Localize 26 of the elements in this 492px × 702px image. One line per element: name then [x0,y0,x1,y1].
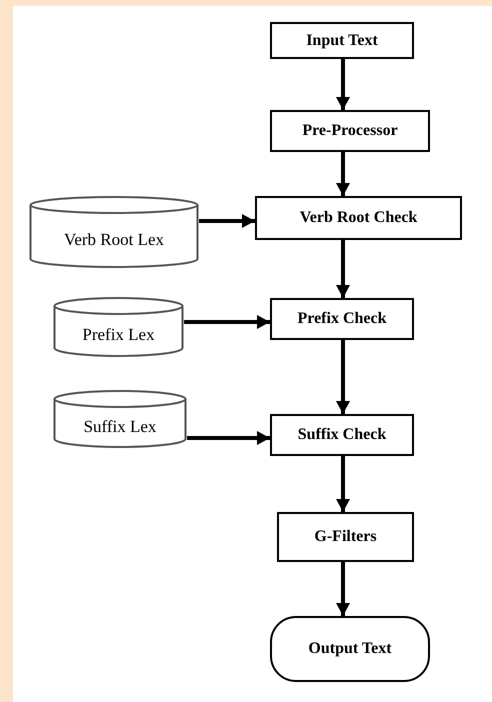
node-label: Verb Root Check [300,208,418,228]
terminal-box [270,616,430,682]
process-box [270,298,414,340]
process-box [270,414,414,456]
arrow [199,214,255,228]
process-box [277,512,414,562]
arrow [336,59,350,110]
node-label: Verb Root Lex [64,229,164,252]
process-box [270,22,414,59]
node-label: Prefix Lex [82,324,155,346]
node-label: Output Text [308,639,392,659]
arrow [187,431,270,445]
node-label: Input Text [306,30,378,50]
node-label: Suffix Check [298,425,386,445]
process-box [255,196,462,240]
node-label: G-Filters [314,527,377,547]
arrow [184,315,270,329]
arrow [336,152,350,196]
node-label: Prefix Check [297,309,386,329]
node-label: Suffix Lex [84,416,156,438]
arrow [336,240,350,298]
arrow [336,562,350,616]
node-label: Pre-Processor [302,121,398,141]
process-box [270,110,430,152]
arrow [336,340,350,414]
arrow [336,456,350,512]
